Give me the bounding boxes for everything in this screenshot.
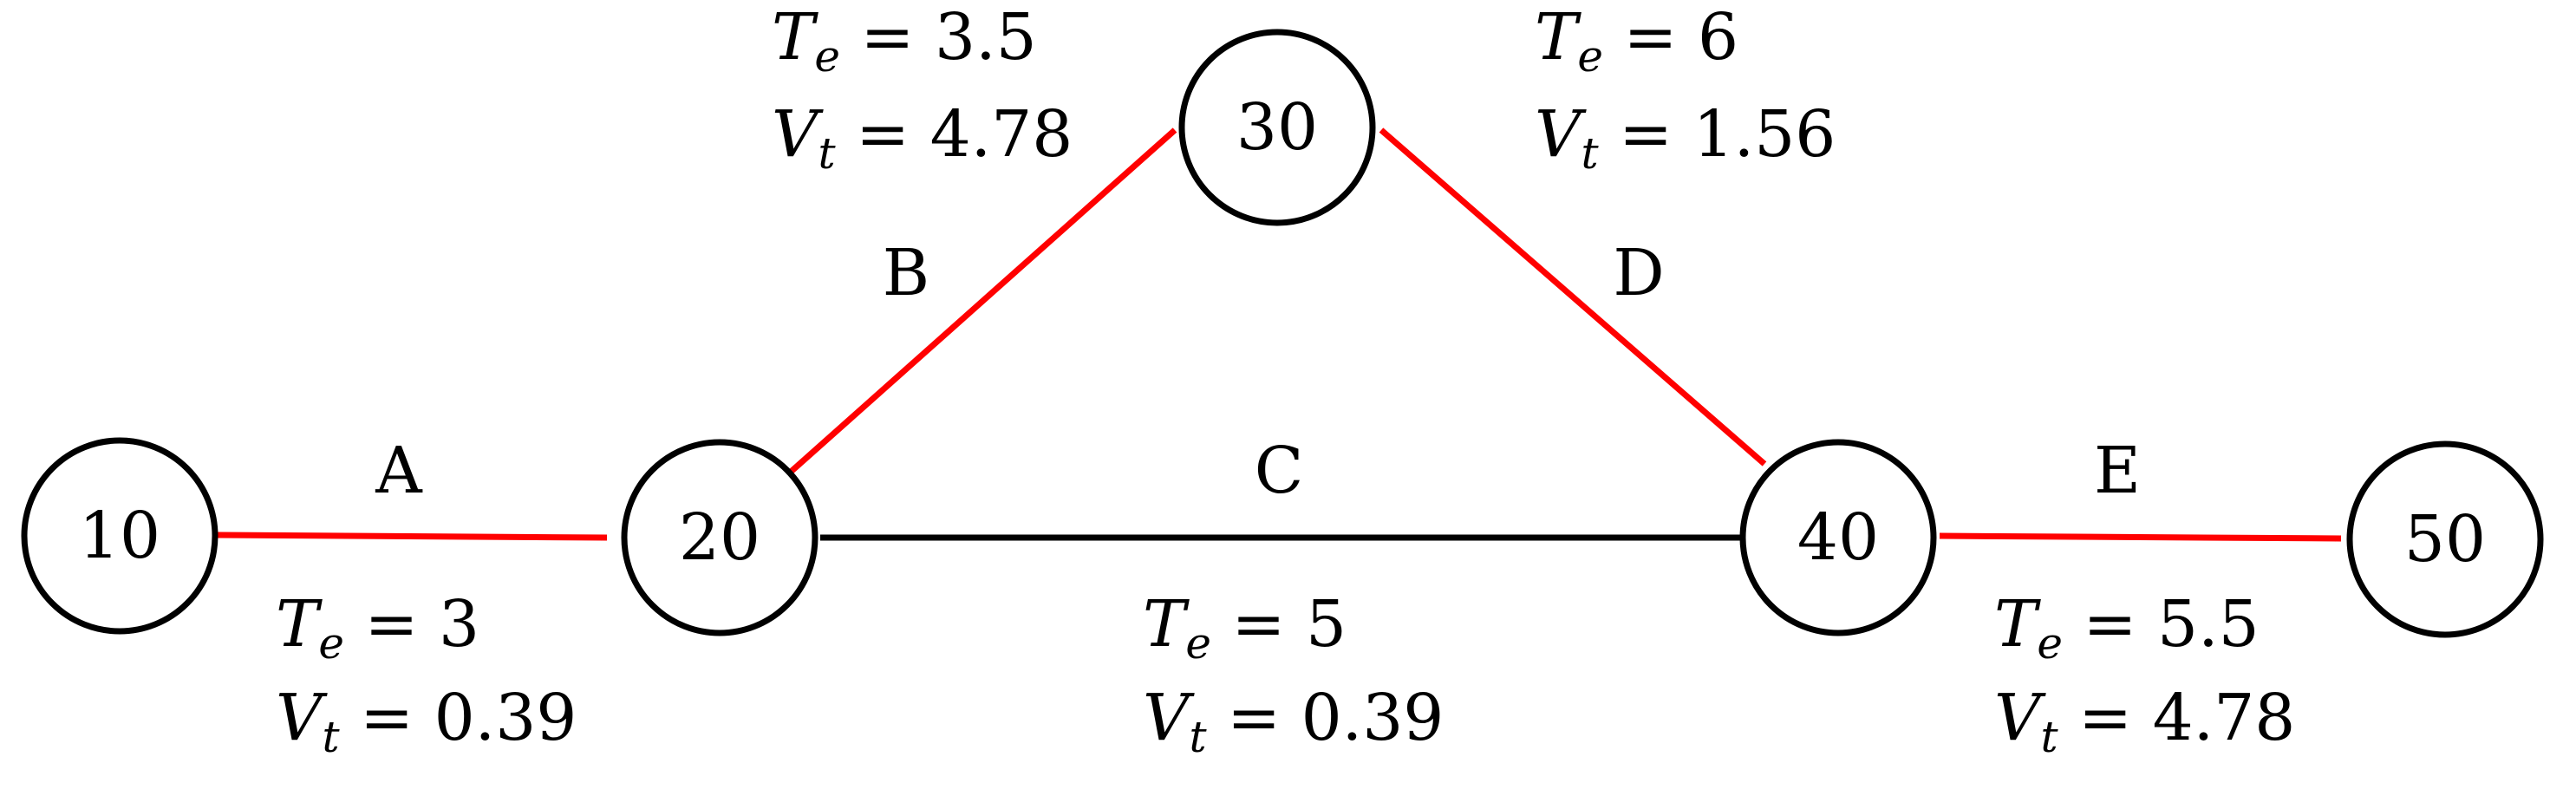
edge-d-label: D (1613, 236, 1664, 310)
edge-d-line (1379, 127, 1767, 467)
node-20: 20 (621, 439, 818, 636)
edge-c-te: Te = 5 (1143, 587, 1347, 669)
node-20-circle (621, 439, 818, 636)
edge-e-label: E (2094, 434, 2141, 508)
edge-b-te: Te = 3.5 (772, 0, 1037, 82)
node-40-label: 40 (1797, 500, 1879, 575)
node-50-label: 50 (2404, 502, 2486, 577)
edge-c-label: C (1255, 434, 1304, 508)
edge-d-te: Te = 6 (1535, 0, 1738, 82)
edge-a-line (216, 532, 608, 541)
node-20-label: 20 (679, 500, 760, 575)
node-10-label: 10 (79, 499, 160, 573)
node-10: 10 (21, 437, 218, 635)
edge-a-te: Te = 3 (276, 587, 479, 669)
edge-e-line (1939, 532, 2342, 542)
edge-b-vt: Vt = 4.78 (772, 97, 1073, 179)
edge-a-label: A (375, 434, 423, 508)
edge-c-vt: Vt = 0.39 (1143, 681, 1444, 762)
node-30-circle (1178, 29, 1376, 226)
node-40-circle (1739, 439, 1937, 636)
node-10-circle (21, 437, 218, 635)
edge-b-label: B (883, 236, 929, 310)
node-50: 50 (2346, 440, 2544, 638)
edge-e-te: Te = 5.5 (1994, 587, 2260, 669)
node-30-label: 30 (1236, 90, 1318, 165)
node-50-circle (2346, 440, 2544, 638)
edge-a-vt: Vt = 0.39 (276, 681, 577, 762)
node-40: 40 (1739, 439, 1937, 636)
node-30: 30 (1178, 29, 1376, 226)
edge-d-vt: Vt = 1.56 (1535, 97, 1836, 179)
edge-e-vt: Vt = 4.78 (1994, 681, 2295, 762)
edge-b-line (787, 127, 1177, 475)
